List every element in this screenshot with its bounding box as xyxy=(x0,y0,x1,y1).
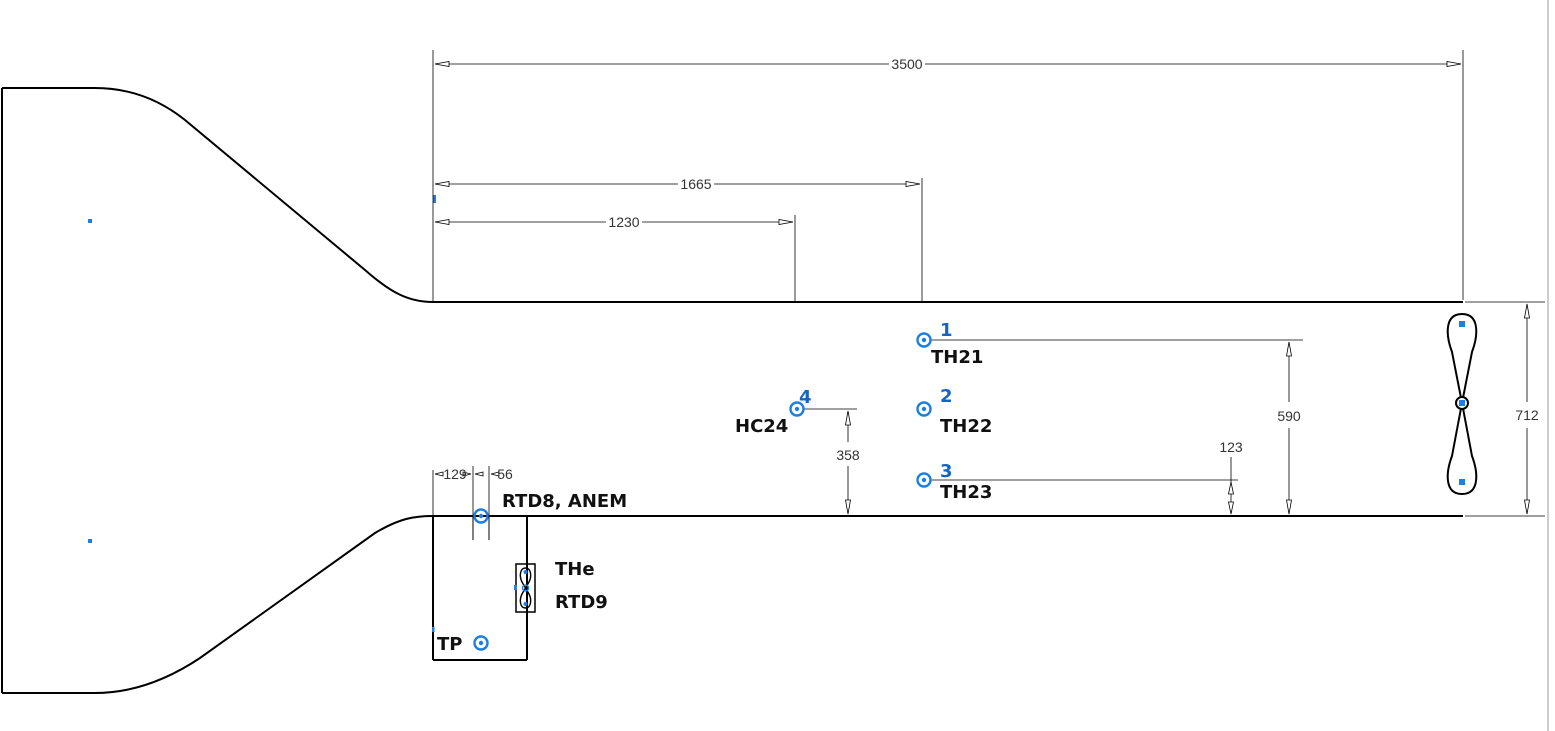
dimension-th23-height: 123 xyxy=(930,439,1243,515)
anemometer-probe xyxy=(472,516,490,540)
dimension-label-56: 56 xyxy=(497,466,513,482)
dimension-label-129: 129 xyxy=(443,466,467,482)
sensor-marker-th21 xyxy=(916,332,932,348)
dimension-inlet-offsets: 129 56 xyxy=(432,466,513,516)
sensor-number-3: 3 xyxy=(940,461,953,482)
origin-point xyxy=(433,195,436,203)
sensor-label-the: THe xyxy=(555,559,595,580)
dimension-overall-length: 3500 xyxy=(434,56,1462,72)
sensor-number-4: 4 xyxy=(799,387,812,408)
dimension-hc24-height: 358 xyxy=(803,408,860,515)
exhaust-fan-icon xyxy=(1446,312,1478,496)
small-fan-icon xyxy=(514,563,536,613)
dimension-label-1665: 1665 xyxy=(680,176,711,192)
sensor-marker-th23 xyxy=(916,472,932,488)
sensor-label-th22: TH22 xyxy=(940,416,992,437)
sensor-marker-th22 xyxy=(916,401,932,417)
sensor-label-th23: TH23 xyxy=(940,482,992,503)
dimension-label-123: 123 xyxy=(1219,439,1243,455)
sensor-label-hc24: HC24 xyxy=(735,416,788,437)
inlet-point-lower xyxy=(88,539,92,543)
dimension-label-overall: 3500 xyxy=(891,56,922,72)
dimension-th21-height: 590 xyxy=(930,339,1303,515)
sensor-number-1: 1 xyxy=(940,320,953,341)
dimension-label-590: 590 xyxy=(1277,408,1301,424)
dimension-label-358: 358 xyxy=(836,447,860,463)
dimension-label-1230: 1230 xyxy=(608,214,639,230)
sensor-label-tp: TP xyxy=(437,634,462,655)
sensor-label-th21: TH21 xyxy=(931,347,983,368)
dimension-sensor-column: 1665 xyxy=(434,176,921,192)
settling-box xyxy=(432,516,528,661)
sensor-number-2: 2 xyxy=(940,386,953,407)
contraction-lower-wall xyxy=(2,515,434,694)
sensor-label-rtd9: RTD9 xyxy=(555,592,608,613)
contraction-upper-wall xyxy=(2,87,434,303)
sensor-marker-tp xyxy=(473,635,489,651)
dimension-hc24-distance: 1230 xyxy=(434,214,794,230)
sensor-label-rtd8-anem: RTD8, ANEM xyxy=(502,491,627,512)
dimension-duct-height: 712 xyxy=(1465,301,1545,517)
inlet-point-upper xyxy=(88,219,92,223)
dimension-label-712: 712 xyxy=(1515,407,1539,423)
